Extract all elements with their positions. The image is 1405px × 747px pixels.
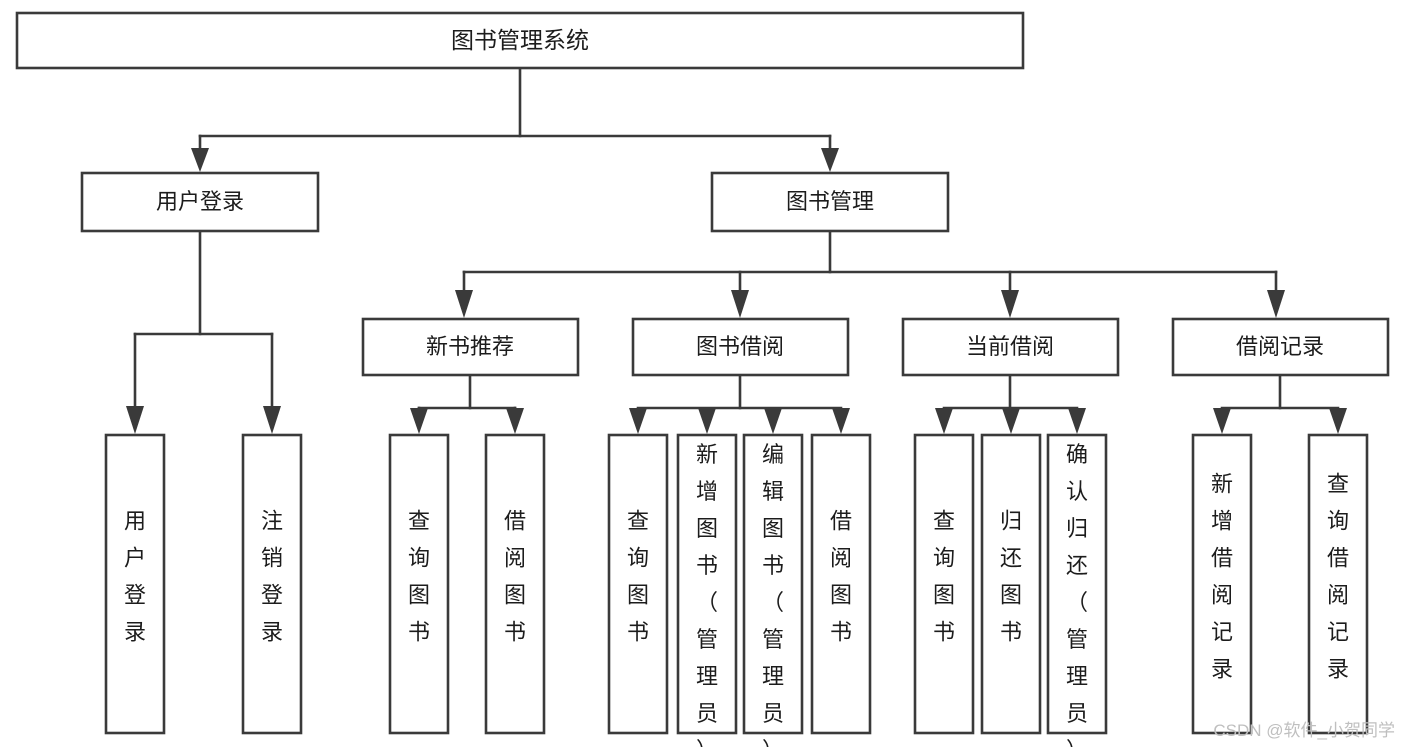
leaf-node[interactable]: 查询图书 — [607, 433, 669, 735]
node-new-book-recommend[interactable]: 新书推荐 — [361, 317, 580, 377]
arrow-book-mgmt-child-3 — [1001, 290, 1019, 318]
node-book-management-box — [710, 171, 950, 233]
node-user-login-label: 用户登录 — [156, 189, 244, 214]
leaf-add-borrow-record-label: 新增借阅记录 — [1211, 472, 1233, 682]
leaf-node[interactable]: 新增图书（管理员） — [676, 433, 738, 747]
leaf-logout-label: 注销登录 — [261, 509, 283, 645]
arrow-bookborrow-child-3 — [764, 408, 782, 434]
node-root-book-management-system[interactable]: 图书管理系统 — [15, 11, 1025, 70]
leaf-node[interactable]: 查询借阅记录 — [1307, 433, 1369, 735]
node-current-borrow-label: 当前借阅 — [966, 334, 1054, 359]
node-current-borrow[interactable]: 当前借阅 — [901, 317, 1120, 377]
arrow-user-login-child-1 — [126, 406, 144, 434]
leaf-logout-box — [241, 433, 303, 735]
leaf-node[interactable]: 注销登录 — [241, 433, 303, 735]
arrow-book-mgmt-child-2 — [731, 290, 749, 318]
leaf-node[interactable]: 查询图书 — [913, 433, 975, 735]
leaf-query-book-3-box — [913, 433, 975, 735]
csdn-watermark: CSDN @软件_小贺同学 — [1213, 721, 1395, 740]
leaf-query-book-1-box — [388, 433, 450, 735]
leaf-node[interactable]: 归还图书 — [980, 433, 1042, 735]
node-new-book-recommend-label: 新书推荐 — [426, 334, 514, 359]
arrow-currentborrow-child-3 — [1068, 408, 1086, 434]
arrow-currentborrow-child-2 — [1002, 408, 1020, 434]
leaf-edit-book-box — [742, 433, 804, 735]
leaf-query-borrow-record-label: 查询借阅记录 — [1327, 472, 1349, 682]
arrow-borrowrecord-child-2 — [1329, 408, 1347, 434]
leaf-borrow-book-2-label: 借阅图书 — [830, 509, 852, 645]
leaf-node[interactable]: 用户登录 — [104, 433, 166, 735]
leaf-add-book-label: 新增图书（管理员） — [696, 442, 718, 747]
arrow-bookborrow-child-4 — [832, 408, 850, 434]
arrow-newbook-child-2 — [506, 408, 524, 434]
leaf-confirm-return-label: 确认归还（管理员） — [1066, 442, 1088, 747]
node-new-book-recommend-box — [361, 317, 580, 377]
leaf-query-borrow-record-box — [1307, 433, 1369, 735]
node-user-login-box — [80, 171, 320, 233]
arrow-currentborrow-child-1 — [935, 408, 953, 434]
node-root-label: 图书管理系统 — [451, 27, 589, 53]
leaf-node[interactable]: 借阅图书 — [484, 433, 546, 735]
leaf-add-borrow-record-box — [1191, 433, 1253, 735]
leaf-return-book-box — [980, 433, 1042, 735]
node-current-borrow-box — [901, 317, 1120, 377]
node-borrow-record-box — [1171, 317, 1390, 377]
leaf-node[interactable]: 新增借阅记录 — [1191, 433, 1253, 735]
arrow-root-to-book-mgmt — [821, 148, 839, 172]
arrow-book-mgmt-child-1 — [455, 290, 473, 318]
arrow-borrowrecord-child-1 — [1213, 408, 1231, 434]
arrow-book-mgmt-child-4 — [1267, 290, 1285, 318]
node-borrow-record[interactable]: 借阅记录 — [1171, 317, 1390, 377]
leaf-node[interactable]: 借阅图书 — [810, 433, 872, 735]
leaf-query-book-3-label: 查询图书 — [933, 509, 955, 645]
arrow-newbook-child-1 — [410, 408, 428, 434]
leaf-node[interactable]: 查询图书 — [388, 433, 450, 735]
leaf-query-book-2-label: 查询图书 — [627, 509, 649, 645]
leaf-user-login-label: 用户登录 — [124, 509, 146, 645]
arrow-bookborrow-child-1 — [629, 408, 647, 434]
node-borrow-record-label: 借阅记录 — [1236, 334, 1324, 359]
leaf-user-login-box — [104, 433, 166, 735]
arrow-user-login-child-2 — [263, 406, 281, 434]
leaf-query-book-1-label: 查询图书 — [408, 509, 430, 645]
leaf-borrow-book-2-box — [810, 433, 872, 735]
node-root-box — [15, 11, 1025, 70]
leaf-node[interactable]: 编辑图书（管理员） — [742, 433, 804, 747]
leaf-add-book-box — [676, 433, 738, 735]
leaf-edit-book-label: 编辑图书（管理员） — [762, 442, 784, 747]
node-book-management[interactable]: 图书管理 — [710, 171, 950, 233]
leaf-confirm-return-box — [1046, 433, 1108, 735]
leaf-node[interactable]: 确认归还（管理员） — [1046, 433, 1108, 747]
leaf-borrow-book-1-label: 借阅图书 — [504, 509, 526, 645]
connector-layer — [126, 66, 1347, 434]
leaf-query-book-2-box — [607, 433, 669, 735]
leaf-return-book-label: 归还图书 — [1000, 509, 1022, 645]
arrow-bookborrow-child-2 — [698, 408, 716, 434]
node-book-management-label: 图书管理 — [786, 189, 874, 214]
node-user-login[interactable]: 用户登录 — [80, 171, 320, 233]
node-book-borrow-label: 图书借阅 — [696, 334, 784, 359]
node-book-borrow[interactable]: 图书借阅 — [631, 317, 850, 377]
arrow-root-to-user-login — [191, 148, 209, 172]
node-book-borrow-box — [631, 317, 850, 377]
leaf-borrow-book-1-box — [484, 433, 546, 735]
